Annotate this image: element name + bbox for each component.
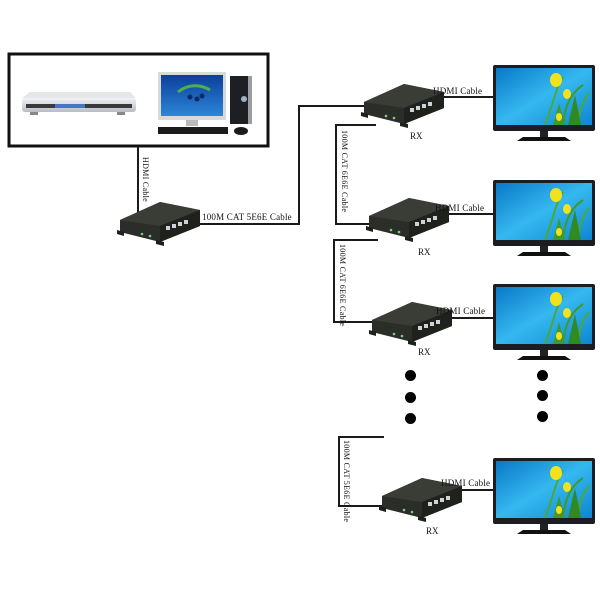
desktop-computer-icon (158, 72, 252, 135)
ellipsis-dot (537, 390, 548, 401)
rx4-uplink-cable-label: 100M CAT 5E6E Cable (342, 440, 351, 523)
rx2-hdmi-cable-label: HDMI Cable (435, 203, 485, 213)
transmitter-extender-icon (117, 202, 200, 246)
rx1-hdmi-cable-label: HDMI Cable (433, 86, 483, 96)
cable-lines (137, 96, 493, 507)
source-hdmi-cable-label: HDMI Cable (141, 157, 150, 202)
ellipsis-dot (405, 392, 416, 403)
display-1-tv-icon (492, 64, 596, 142)
rx4-label: RX (426, 526, 439, 536)
display-3-tv-icon (492, 283, 596, 361)
ellipsis-dot (537, 411, 548, 422)
rx3-uplink-cable-label: 100M CAT 6E6E Cable (338, 244, 347, 327)
display-2-tv-icon (492, 179, 596, 257)
rx4-hdmi-cable-label: HDMI Cable (441, 478, 491, 488)
ellipsis-dot (537, 370, 548, 381)
rx3-label: RX (418, 347, 431, 357)
rx1-label: RX (410, 131, 423, 141)
dvd-player-icon (22, 92, 136, 115)
rx2-uplink-cable-label: 100M CAT 6E6E Cable (340, 130, 349, 213)
display-4-tv-icon (492, 457, 596, 535)
rx3-hdmi-cable-label: HDMI Cable (436, 306, 486, 316)
tx-cat-cable-label: 100M CAT 5E6E Cable (202, 212, 292, 222)
ellipsis-dot (405, 370, 416, 381)
receiver-1-extender-icon (361, 84, 444, 128)
rx2-label: RX (418, 247, 431, 257)
ellipsis-dot (405, 413, 416, 424)
